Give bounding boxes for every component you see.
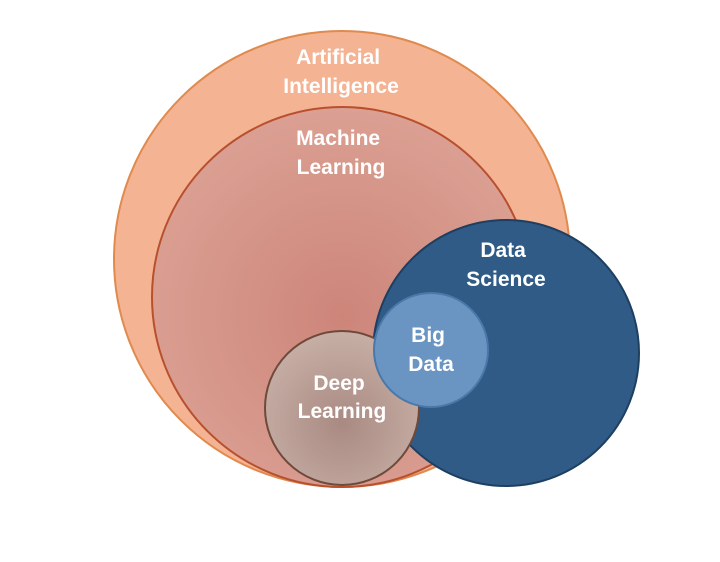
bd-label: Big Data [408,324,454,376]
ml-label-line-2: Learning [297,156,386,179]
bd-label-line-1: Big [411,324,445,347]
ds-label: Data Science [466,239,545,291]
circle-big-data: Big Data [373,292,489,408]
ds-label-line-1: Data [480,239,526,262]
dl-label: Deep Learning [298,372,387,423]
ai-label-line-1: Artificial [296,46,380,69]
bd-label-line-2: Data [408,353,454,376]
ds-label-line-2: Science [466,268,545,291]
circle-data-science: Data Science [372,219,640,487]
dl-label-line-2: Learning [298,400,387,423]
dl-label-line-1: Deep [313,372,364,395]
ml-label-line-1: Machine [296,127,380,150]
bd-circle-shape [373,292,489,408]
ai-label: Artificial Intelligence [283,46,399,98]
ai-label-line-2: Intelligence [283,75,399,98]
ml-label: Machine Learning [296,127,386,179]
